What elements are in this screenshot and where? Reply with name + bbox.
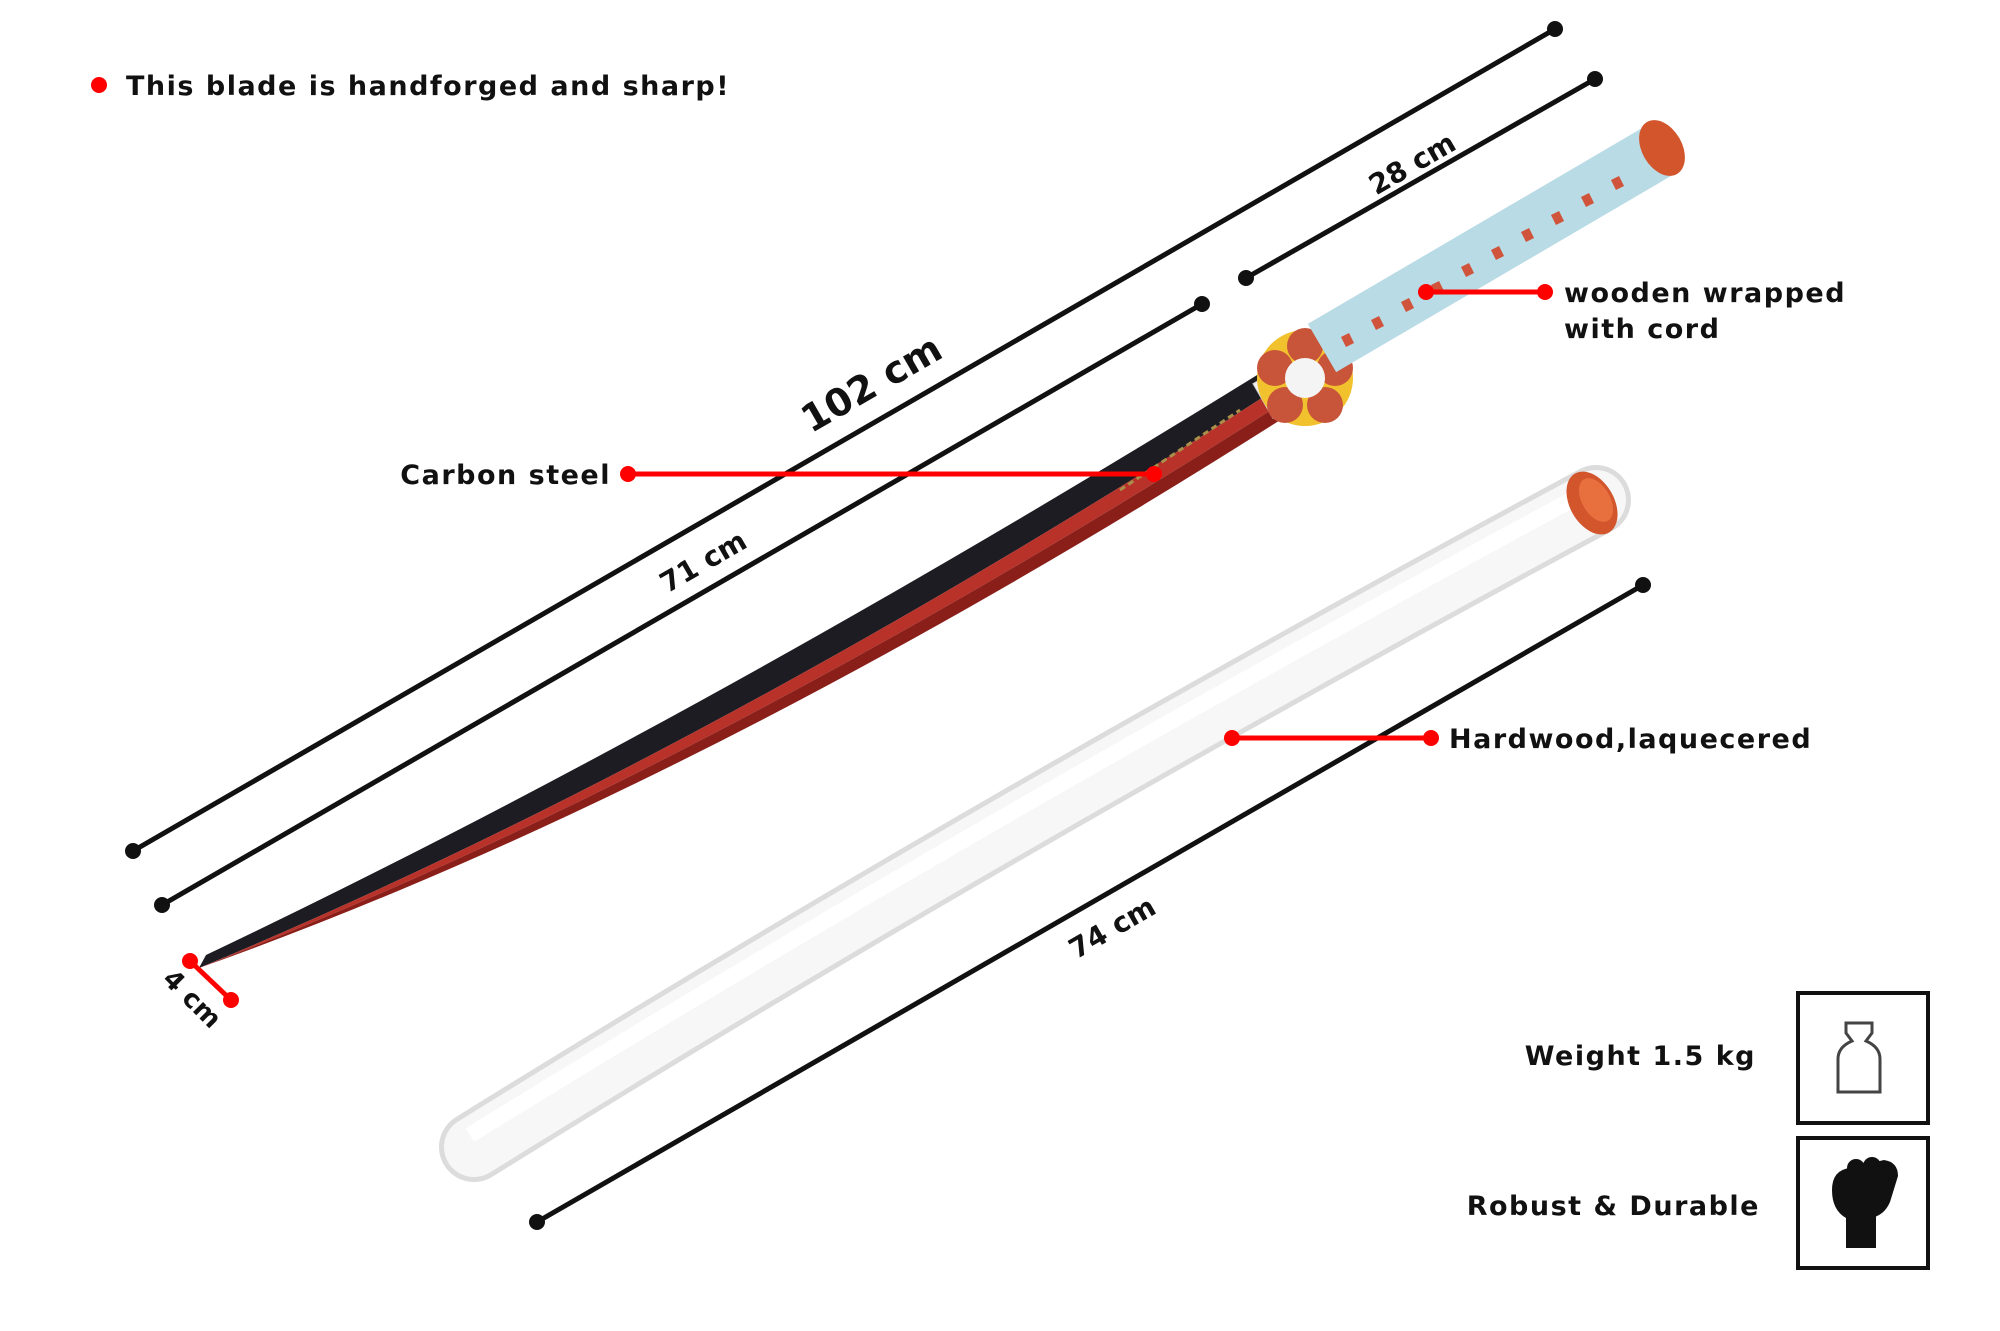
svg-text:Carbon steel: Carbon steel bbox=[400, 460, 611, 491]
weight-icon bbox=[1836, 1021, 1882, 1094]
callout-blade-material: Carbon steel bbox=[400, 460, 1162, 491]
dimension-width: 4 cm bbox=[156, 953, 239, 1035]
scabbard-image bbox=[439, 465, 1631, 1182]
note-bullet-icon bbox=[91, 77, 107, 93]
svg-text:with cord: with cord bbox=[1564, 314, 1720, 345]
handle-image bbox=[1307, 120, 1685, 373]
dimension-width-label: 4 cm bbox=[156, 964, 226, 1034]
dimension-scabbard-label: 74 cm bbox=[1063, 890, 1161, 966]
feature-robust: Robust & Durable bbox=[1467, 1136, 1930, 1270]
dimension-blade-label: 71 cm bbox=[654, 524, 752, 600]
tsuba-guard-image bbox=[1252, 328, 1353, 426]
feature-weight: Weight 1.5 kg bbox=[1525, 991, 1930, 1125]
svg-text:Weight 1.5 kg: Weight 1.5 kg bbox=[1525, 1041, 1756, 1072]
dimension-total: 102 cm bbox=[125, 21, 1563, 859]
blade-image bbox=[199, 372, 1296, 968]
note-text: This blade is handforged and sharp! bbox=[126, 71, 730, 102]
dimension-scabbard: 74 cm bbox=[529, 577, 1651, 1230]
callout-handle-material: wooden wrapped with cord bbox=[1418, 278, 1846, 345]
fist-icon bbox=[1832, 1157, 1898, 1248]
callout-scabbard-material: Hardwood,laquecered bbox=[1224, 724, 1812, 755]
svg-text:Robust & Durable: Robust & Durable bbox=[1467, 1191, 1760, 1222]
svg-text:Hardwood,laquecered: Hardwood,laquecered bbox=[1449, 724, 1812, 755]
svg-text:wooden wrapped: wooden wrapped bbox=[1564, 278, 1846, 309]
